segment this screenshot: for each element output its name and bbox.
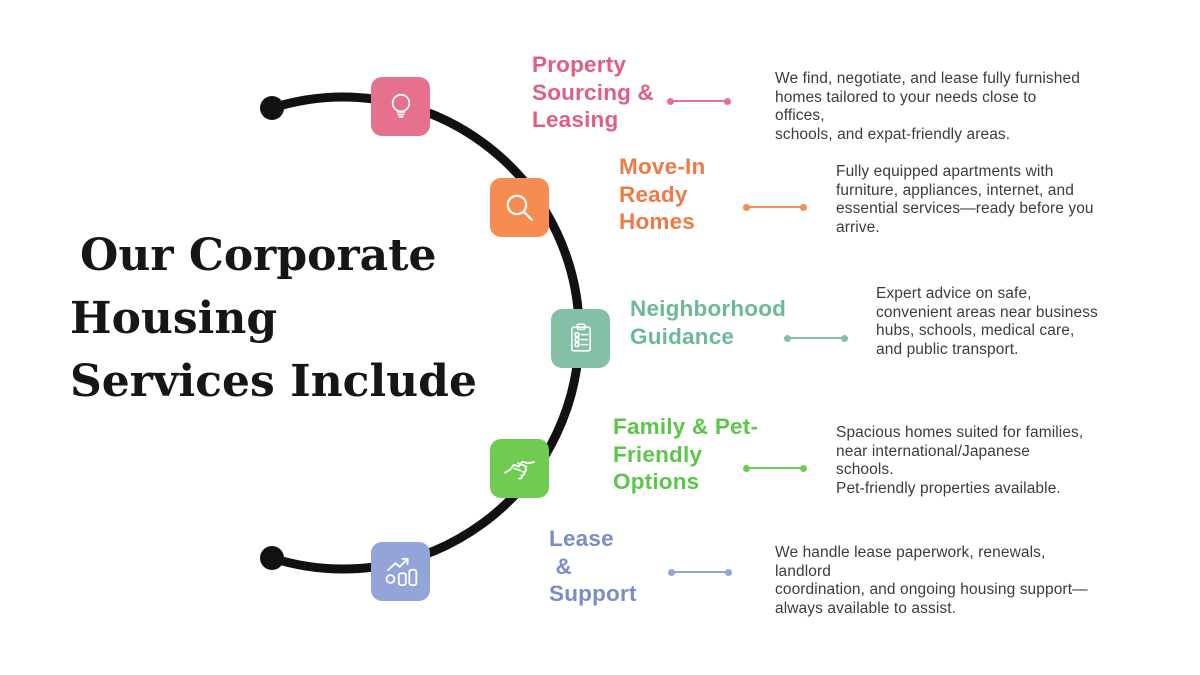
- item-label-property-sourcing: Property Sourcing & Leasing: [532, 52, 655, 132]
- item-description-property-sourcing: We find, negotiate, and lease fully furn…: [775, 70, 1080, 143]
- family-pet-friendly-icon-tile: [490, 439, 549, 498]
- neighborhood-guidance-icon-tile: [551, 309, 610, 368]
- magnifier-icon: [506, 194, 533, 221]
- arc-end-dot-top: [260, 96, 284, 120]
- item-label-move-in-ready: Move-In Ready Homes: [619, 154, 706, 234]
- item-description-lease-support: We handle lease paperwork, renewals, lan…: [775, 544, 1088, 617]
- item-label-lease-support: Lease & Support: [549, 526, 637, 606]
- connector-line: [668, 568, 732, 576]
- connector-line: [743, 203, 807, 211]
- connector-line: [667, 97, 731, 105]
- growth-chart-icon: [385, 557, 417, 586]
- lease-support-icon-tile: [371, 542, 430, 601]
- item-description-family-pet-friendly: Spacious homes suited for families, near…: [836, 424, 1084, 497]
- item-label-neighborhood-guidance: Neighborhood Guidance: [630, 296, 787, 349]
- page-title: Our Corporate Housing Services Include: [70, 230, 477, 407]
- connector-line: [784, 334, 848, 342]
- item-description-neighborhood-guidance: Expert advice on safe, convenient areas …: [876, 285, 1098, 358]
- handshake-icon: [503, 460, 535, 479]
- item-description-move-in-ready: Fully equipped apartments with furniture…: [836, 163, 1094, 236]
- connector-line: [743, 464, 807, 472]
- clipboard-checklist-icon: [570, 322, 591, 352]
- arc-end-dot-bottom: [260, 546, 284, 570]
- lightbulb-icon: [391, 93, 410, 118]
- move-in-ready-icon-tile: [490, 178, 549, 237]
- item-label-family-pet-friendly: Family & Pet- Friendly Options: [613, 414, 759, 494]
- property-sourcing-icon-tile: [371, 77, 430, 136]
